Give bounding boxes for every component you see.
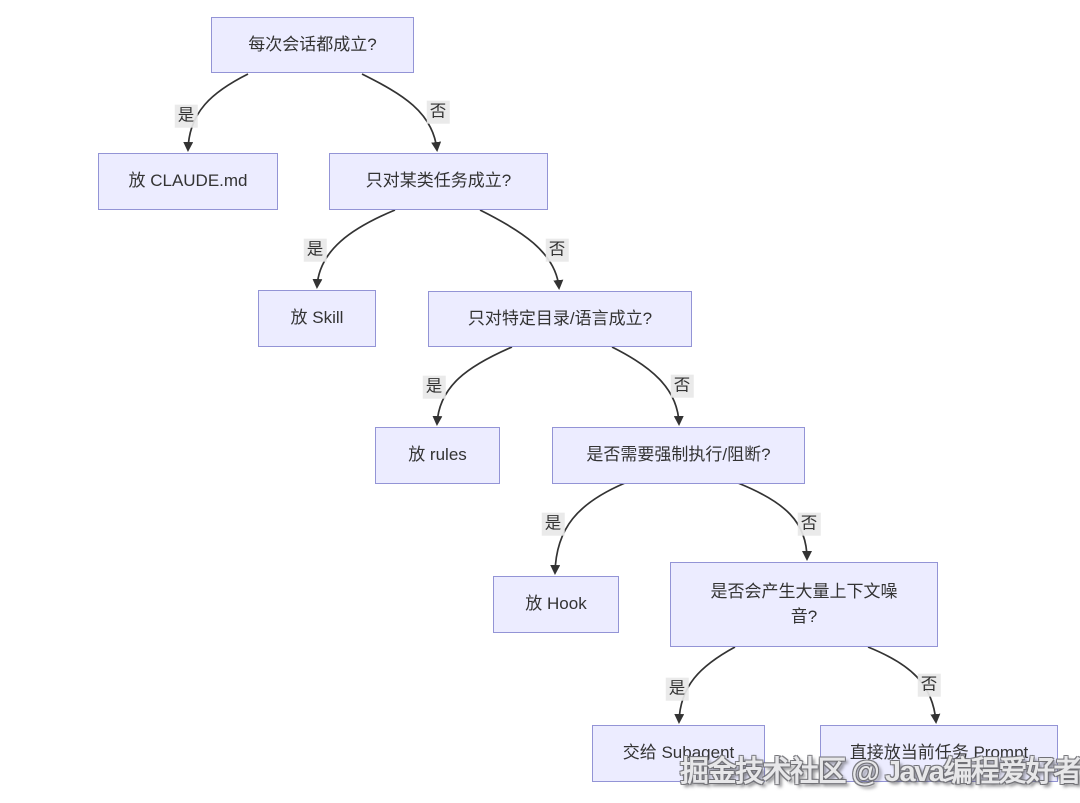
node-noise: 是否会产生大量上下文噪音?	[670, 562, 938, 647]
edge-enforce-noise	[737, 482, 812, 561]
edge-label-yes-3: 是	[422, 375, 446, 399]
node-dir-lang-label: 只对特定目录/语言成立?	[467, 308, 653, 328]
node-hook: 放 Hook	[493, 576, 619, 633]
edge-label-yes-5: 是	[665, 677, 689, 701]
edge-task-type-dir-lang	[479, 209, 564, 290]
node-rules-label: 放 rules	[408, 445, 467, 465]
node-prompt: 直接放当前任务 Prompt	[820, 725, 1058, 782]
edge-enforce-hook	[550, 482, 626, 575]
edge-label-no-4: 否	[797, 512, 821, 536]
node-skill: 放 Skill	[258, 290, 376, 347]
node-subagent: 交给 Subagent	[592, 725, 765, 782]
edge-label-yes-2: 是	[303, 238, 327, 262]
edge-label-yes-1: 是	[174, 104, 198, 128]
node-claude-md: 放 CLAUDE.md	[98, 153, 278, 210]
node-noise-label: 是否会产生大量上下文噪音?	[710, 581, 898, 626]
edge-noise-subagent	[674, 646, 736, 724]
node-dir-lang: 只对特定目录/语言成立?	[428, 291, 692, 347]
edge-label-no-5: 否	[917, 673, 941, 697]
edge-root-claude-md	[183, 73, 249, 152]
edge-dir-lang-enforce	[611, 346, 684, 426]
edge-label-no-1: 否	[426, 100, 450, 124]
node-enforce-label: 是否需要强制执行/阻断?	[586, 445, 771, 465]
node-task-type-label: 只对某类任务成立?	[365, 171, 512, 191]
edge-label-no-2: 否	[545, 238, 569, 262]
node-root: 每次会话都成立?	[211, 17, 414, 73]
edge-label-yes-4: 是	[541, 512, 565, 536]
edge-label-no-3: 否	[670, 374, 694, 398]
node-claude-md-label: 放 CLAUDE.md	[128, 171, 248, 191]
node-root-label: 每次会话都成立?	[248, 34, 377, 54]
watermark: 掘金技术社区 @ Java编程爱好者	[680, 756, 1080, 788]
node-hook-label: 放 Hook	[525, 594, 587, 614]
node-rules: 放 rules	[375, 427, 500, 484]
node-task-type: 只对某类任务成立?	[329, 153, 548, 210]
edge-task-type-skill	[312, 209, 396, 289]
node-enforce: 是否需要强制执行/阻断?	[552, 427, 805, 484]
edge-dir-lang-rules	[432, 346, 513, 426]
node-skill-label: 放 Skill	[290, 308, 344, 328]
node-subagent-label: 交给 Subagent	[622, 743, 735, 763]
node-prompt-label: 直接放当前任务 Prompt	[849, 743, 1029, 763]
edge-root-task-type	[361, 73, 442, 152]
edge-noise-prompt	[867, 646, 941, 724]
